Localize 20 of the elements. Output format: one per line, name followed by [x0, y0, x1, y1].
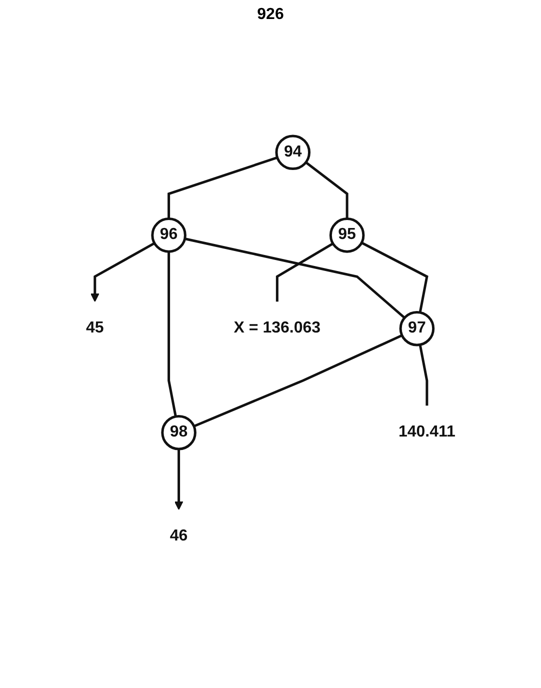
connector	[167, 156, 278, 219]
node-circle: 94	[275, 134, 310, 170]
node-circle: 95	[329, 218, 364, 254]
node-circle: 98	[160, 415, 196, 450]
arrow	[90, 242, 155, 302]
area-number: 926	[257, 6, 284, 23]
connector	[184, 238, 406, 319]
node-text: 45	[86, 320, 104, 337]
connector	[360, 242, 428, 313]
connector	[418, 344, 428, 406]
connector	[304, 162, 348, 219]
node-circle: 97	[399, 311, 434, 346]
connector	[167, 252, 177, 417]
node-text: 46	[170, 528, 188, 545]
node-text: X = 136.063	[234, 320, 320, 337]
arrow	[174, 449, 183, 510]
node-text: 140.411	[398, 424, 456, 441]
node-circle: 96	[150, 218, 186, 254]
connector	[193, 334, 402, 428]
connector	[276, 242, 334, 302]
